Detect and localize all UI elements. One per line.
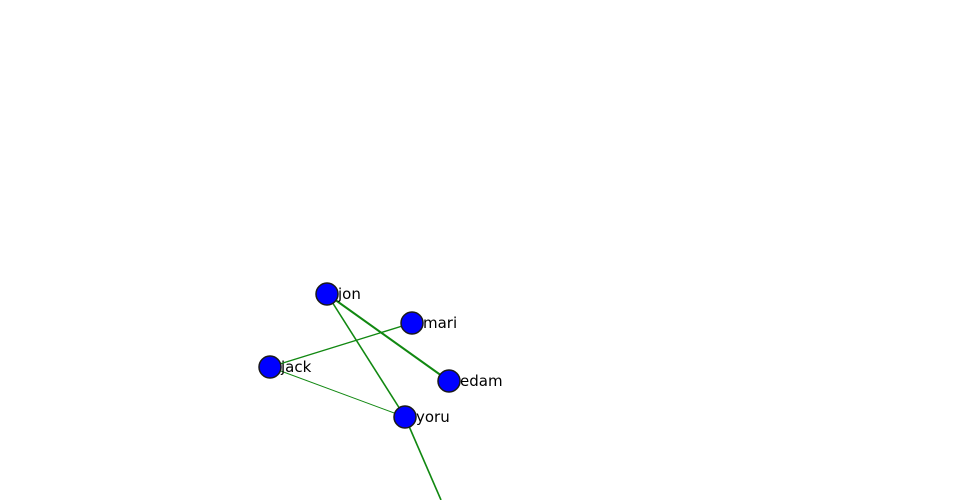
- node-circle[interactable]: [437, 369, 461, 393]
- node-jon[interactable]: jon: [315, 282, 361, 306]
- edge-layer: [269, 293, 450, 500]
- node-label: jack: [280, 358, 312, 376]
- node-mari[interactable]: mari: [400, 311, 457, 335]
- node-yoru[interactable]: yoru: [393, 405, 450, 429]
- node-edam[interactable]: edam: [437, 369, 503, 393]
- edge-jon-edam: [326, 293, 450, 382]
- node-circle[interactable]: [400, 311, 424, 335]
- edge-jon-yoru: [326, 293, 406, 418]
- edge-jack-mari: [269, 322, 413, 368]
- node-circle[interactable]: [315, 282, 339, 306]
- node-jack[interactable]: jack: [258, 355, 312, 379]
- edge-yoru-offscreen: [404, 416, 442, 500]
- node-layer: jon mari jack edam yoru: [258, 282, 503, 429]
- edge-jack-yoru: [269, 366, 406, 418]
- node-label: edam: [460, 372, 503, 390]
- node-circle[interactable]: [393, 405, 417, 429]
- node-label: yoru: [416, 408, 450, 426]
- node-label: mari: [423, 314, 457, 332]
- node-label: jon: [337, 285, 361, 303]
- node-circle[interactable]: [258, 355, 282, 379]
